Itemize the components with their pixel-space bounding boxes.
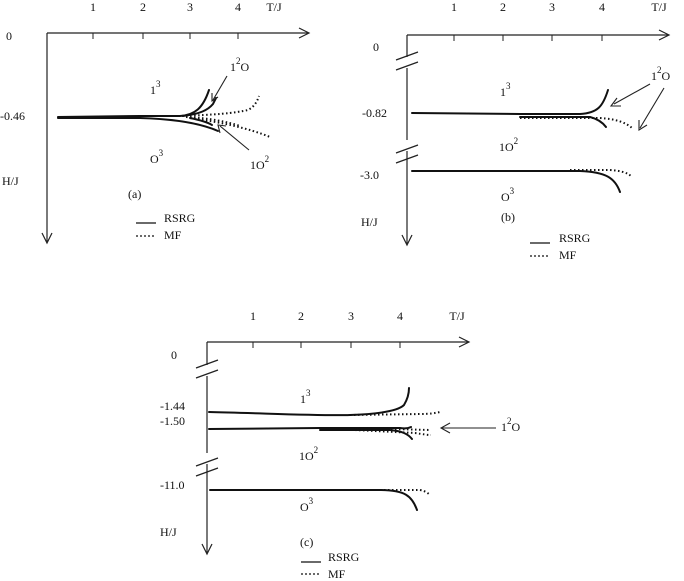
panel-a-y-tick-label-046: -0.46 [0,109,25,123]
panel-b-y-tick-label-082: -0.82 [362,106,387,120]
panel-b-arrowhead-1sqO-upper [609,97,621,107]
panel-a-curve-1Osq-rsrg [189,117,213,126]
panel-c-y-tick-label-110: -11.0 [160,478,185,492]
panel-a-x-tick-label-3: 3 [187,0,193,14]
panel-c-curve-1sqO-mf [354,427,431,431]
panel-a-curve-1sqO-rsrg [182,97,217,117]
panel-b-axis-break-1b [395,61,419,71]
panel-b-y-tick-label-30: -3.0 [360,168,379,182]
panel-b-arrow-1sqO-upper [613,83,651,105]
panel-c-arrowhead-1sqO [439,422,451,434]
panel-a-arrow-1sqO [212,75,228,101]
panel-c-y-axis-label: H/J [160,525,177,539]
panel-a-arrow-1Osq [219,125,250,151]
panel-c-legend-mf: MF [328,567,346,581]
panel-b-x-tick-label-1: 1 [451,0,457,14]
panel-c-axis-break-2b [195,467,219,477]
panel-a-y-axis-arrowhead [41,232,53,245]
panel-a-label-1sqO: 12O [230,56,250,74]
panel-a-legend-mf: MF [164,228,182,242]
panel-c-y-tick-label-144: -1.44 [160,399,185,413]
panel-b: 1 2 3 4 T/J 0 -0.82 -3.0 H/J 13 12O 1O2 … [360,0,671,262]
panel-a-y-tick-label-0: 0 [6,29,12,43]
panel-c-label-1sqO: 12O [501,416,521,434]
panel-b-arrow-1sqO-lower [639,87,665,129]
panel-a-x-tick-label-1: 1 [90,0,96,14]
panel-c-x-tick-label-3: 3 [348,309,354,323]
panel-a-label-1-cubed: 13 [150,79,161,97]
panel-c-y-tick-label-150: -1.50 [160,414,185,428]
panel-b-label-O-cubed: O3 [501,186,515,204]
panel-c-axis-break-1a [195,359,219,369]
panel-c-curve-1sqO-rsrg [208,426,412,430]
panel-b-x-tick-label-2: 2 [500,0,506,14]
panel-b-axis-break-2b [395,154,419,164]
panel-a-label-1Osq: 1O2 [250,154,269,172]
panel-a-x-tick-label-2: 2 [140,0,146,14]
panel-b-curve-O-cubed-rsrg [411,170,621,193]
panel-c-y-axis-arrowhead [201,543,213,556]
panel-b-x-axis-label: T/J [651,0,667,14]
panel-c-legend-rsrg: RSRG [328,550,360,564]
panel-a-x-axis-arrowhead [298,27,311,39]
panel-c-x-axis-label: T/J [449,309,465,323]
panel-b-curve-O-cubed-mf [570,169,633,178]
panel-a-curve-1Osq-mf [189,117,271,138]
panel-a-curve-O-cubed-rsrg [57,117,219,132]
panel-b-axis-break-2a [395,144,419,154]
panel-b-x-tick-label-4: 4 [599,0,605,14]
panel-a-x-tick-label-4: 4 [235,0,241,14]
panel-c-x-tick-label-1: 1 [250,309,256,323]
panel-b-curve-1-cubed-rsrg [411,89,609,115]
panel-c-x-tick-label-2: 2 [298,309,304,323]
panel-c-curve-O-cubed-mf [360,489,431,496]
panel-c-curve-1Osq-rsrg [319,429,413,440]
panel-a-arrowhead-1sqO [211,93,219,103]
panel-b-y-axis-label: H/J [361,215,378,229]
panel-c-label-1-cubed: 13 [300,388,311,406]
panel-c-x-tick-label-4: 4 [397,309,403,323]
panel-c: 1 2 3 4 T/J 0 -1.44 -1.50 -11.0 H/J 13 1… [160,309,521,581]
panel-b-curve-1sqO-rsrg [519,116,607,128]
panel-b-y-tick-label-0: 0 [373,40,379,54]
panel-b-label-1sqO: 12O [651,65,671,83]
panel-c-curve-O-cubed-rsrg [209,489,418,511]
panel-c-label-1Osq: 1O2 [299,445,318,463]
panel-a: 1 2 3 4 T/J 0 -0.46 H/J 13 12O O3 1O2 (a… [0,0,311,245]
panel-c-x-axis-arrowhead [458,336,471,348]
panel-b-arrowhead-1sqO-lower [638,120,648,131]
panel-b-x-axis-arrowhead [658,29,671,41]
panel-b-x-tick-label-3: 3 [549,0,555,14]
panel-b-axis-break-1a [395,51,419,61]
panel-b-legend-mf: MF [559,248,577,262]
panel-a-y-axis-label: H/J [2,174,19,188]
panel-c-curve-1Osq-mf [354,429,432,436]
panel-c-curve-1-cubed-mf [349,411,441,416]
panel-a-label: (a) [128,187,141,201]
panel-c-y-tick-label-0: 0 [171,348,177,362]
panel-b-label-1-cubed: 13 [500,81,511,99]
panel-a-curve-1-cubed-rsrg [57,89,210,118]
panel-c-axis-break-2a [195,457,219,467]
panel-a-legend-rsrg: RSRG [164,211,196,225]
panel-b-y-axis-arrowhead [401,234,413,247]
panel-a-label-O-cubed: O3 [150,148,164,166]
panel-c-label-O-cubed: O3 [300,496,314,514]
panel-a-arrowhead-1Osq [217,124,227,134]
panel-c-label: (c) [300,535,313,549]
panel-b-curve-1sqO-mf [520,117,633,129]
panel-c-axis-break-1b [195,369,219,379]
panel-b-label-1Osq: 1O2 [499,136,518,154]
panel-a-x-axis-label: T/J [266,0,282,14]
panel-b-label: (b) [501,210,515,224]
panel-b-legend-rsrg: RSRG [559,231,591,245]
